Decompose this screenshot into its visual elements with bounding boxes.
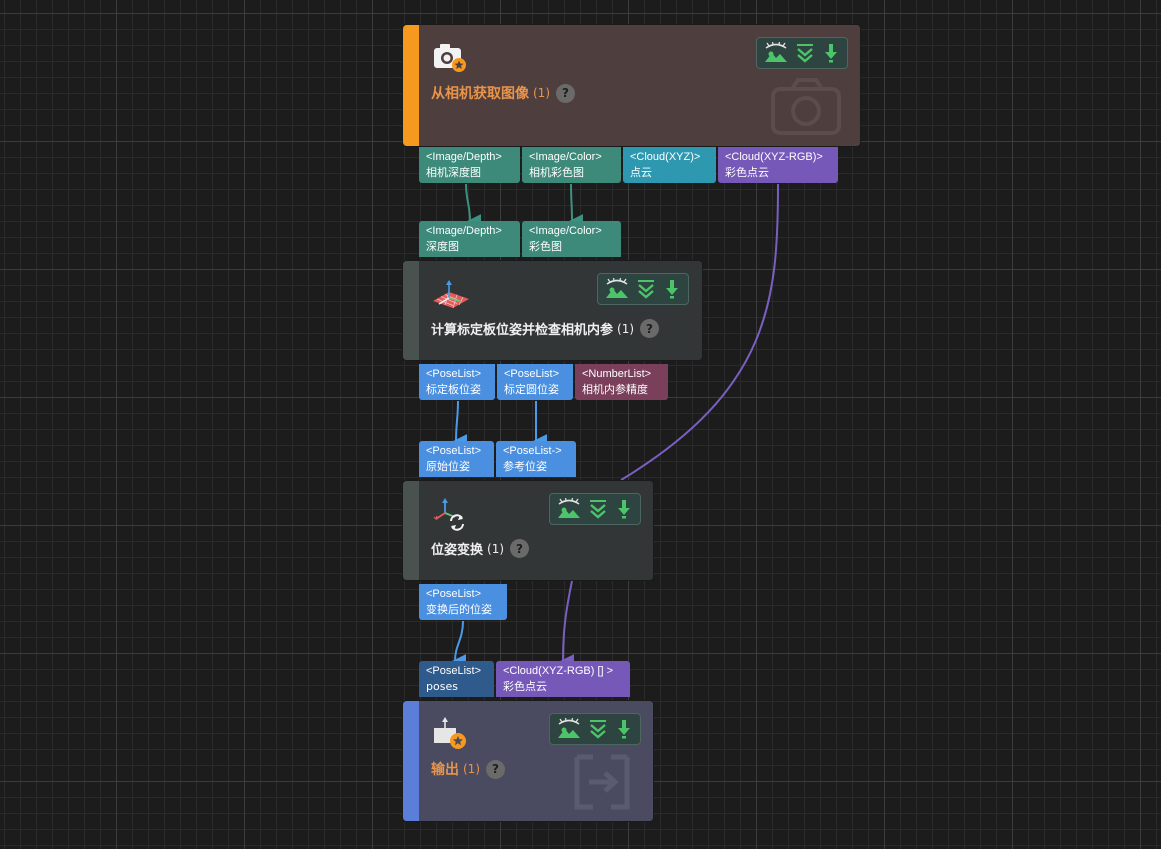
wire-cloud-rgb-b [560, 580, 575, 669]
port-type: <PoseList-> [503, 445, 562, 457]
port-name: 点云 [630, 166, 652, 179]
node-title: 位姿变换 (1) ? [431, 539, 530, 558]
port-type: <Image/Color> [529, 151, 602, 163]
wire-board-pose [453, 400, 468, 449]
calibration-board-icon [433, 280, 469, 309]
output-icon [434, 717, 466, 749]
download-icon[interactable] [614, 498, 634, 520]
port-output-intrinsics-accuracy[interactable]: <NumberList> 相机内参精度 [575, 364, 668, 400]
node-output[interactable]: 输出 (1) ? [402, 700, 654, 822]
port-output-camera-color[interactable]: <Image/Color> 相机彩色图 [522, 147, 621, 183]
port-type: <PoseList> [504, 368, 560, 380]
help-button[interactable]: ? [640, 319, 660, 338]
node-title-text: 计算标定板位姿并检查相机内参 [431, 323, 614, 338]
port-name: 相机深度图 [426, 166, 481, 179]
port-output-board-pose[interactable]: <PoseList> 标定板位姿 [419, 364, 495, 400]
port-output-point-cloud[interactable]: <Cloud(XYZ)> 点云 [623, 147, 716, 183]
node-toolbar [597, 273, 689, 305]
port-type: <PoseList> [426, 665, 482, 677]
port-name: 参考位姿 [503, 460, 547, 473]
node-accent-bar [403, 481, 419, 580]
port-output-camera-depth[interactable]: <Image/Depth> 相机深度图 [419, 147, 520, 183]
node-title: 输出 (1) ? [431, 759, 505, 779]
port-name: 彩色图 [529, 240, 562, 253]
help-button[interactable]: ? [486, 759, 505, 779]
node-title-text: 输出 [431, 762, 459, 778]
port-input-original-pose[interactable]: <PoseList> 原始位姿 [419, 441, 494, 477]
port-type: <Image/Color> [529, 225, 602, 237]
visualize-icon[interactable] [556, 498, 582, 520]
visualize-icon[interactable] [604, 278, 630, 300]
output-watermark-icon [574, 754, 630, 810]
camera-icon [434, 44, 466, 72]
port-name: 标定板位姿 [426, 383, 481, 396]
port-name: 标定圆位姿 [504, 383, 559, 396]
node-accent-bar [403, 261, 419, 360]
wire-color [569, 183, 584, 228]
download-icon[interactable] [662, 278, 682, 300]
download-icon[interactable] [821, 42, 841, 64]
port-type: <PoseList> [426, 588, 482, 600]
collapse-icon[interactable] [587, 718, 609, 740]
node-pose-transform[interactable]: 位姿变换 (1) ? [402, 480, 654, 581]
visualize-icon[interactable] [763, 42, 789, 64]
port-name: 彩色点云 [725, 166, 769, 179]
port-name: 原始位姿 [426, 460, 470, 473]
port-input-poses[interactable]: <PoseList> poses [419, 661, 494, 697]
camera-watermark-icon [771, 78, 841, 135]
port-type: <PoseList> [426, 368, 482, 380]
node-title-text: 从相机获取图像 [431, 86, 529, 102]
node-accent-bar [403, 25, 419, 146]
port-input-color-point-cloud[interactable]: <Cloud(XYZ-RGB) [] > 彩色点云 [496, 661, 630, 697]
node-instance-count: (1) [463, 762, 480, 776]
download-icon[interactable] [614, 718, 634, 740]
port-input-reference-pose[interactable]: <PoseList-> 参考位姿 [496, 441, 576, 477]
node-title: 计算标定板位姿并检查相机内参 (1) ? [431, 319, 660, 338]
node-instance-count: (1) [487, 541, 505, 556]
node-accent-bar [403, 701, 419, 821]
port-type: <Cloud(XYZ-RGB)> [725, 151, 823, 163]
node-toolbar [549, 713, 641, 745]
node-capture-images-from-camera[interactable]: 从相机获取图像 (1) ? [402, 24, 861, 147]
port-input-color[interactable]: <Image/Color> 彩色图 [522, 221, 621, 257]
pose-transform-icon [433, 498, 464, 531]
node-instance-count: (1) [617, 321, 635, 336]
node-title-text: 位姿变换 [431, 543, 484, 558]
port-output-circle-pose[interactable]: <PoseList> 标定圆位姿 [497, 364, 573, 400]
help-button[interactable]: ? [510, 539, 530, 558]
port-output-color-point-cloud[interactable]: <Cloud(XYZ-RGB)> 彩色点云 [718, 147, 838, 183]
wire-transformed-pose [452, 620, 467, 669]
port-name: poses [426, 680, 458, 693]
port-name: 变换后的位姿 [426, 603, 492, 616]
node-title: 从相机获取图像 (1) ? [431, 83, 575, 103]
port-name: 深度图 [426, 240, 459, 253]
wire-cloud-rgb-a [620, 183, 779, 481]
collapse-icon[interactable] [794, 42, 816, 64]
collapse-icon[interactable] [635, 278, 657, 300]
node-instance-count: (1) [533, 86, 550, 100]
port-type: <Cloud(XYZ)> [630, 151, 701, 163]
collapse-icon[interactable] [587, 498, 609, 520]
port-type: <Image/Depth> [426, 151, 502, 163]
visualize-icon[interactable] [556, 718, 582, 740]
port-name: 相机彩色图 [529, 166, 584, 179]
node-toolbar [756, 37, 848, 69]
port-input-depth[interactable]: <Image/Depth> 深度图 [419, 221, 520, 257]
node-calibration-board-pose[interactable]: 计算标定板位姿并检查相机内参 (1) ? [402, 260, 703, 361]
port-type: <PoseList> [426, 445, 482, 457]
port-type: <Image/Depth> [426, 225, 502, 237]
port-name: 彩色点云 [503, 680, 547, 693]
help-button[interactable]: ? [556, 83, 575, 103]
wire-depth [465, 183, 482, 228]
port-type: <Cloud(XYZ-RGB) [] > [503, 665, 614, 677]
port-output-transformed-pose[interactable]: <PoseList> 变换后的位姿 [419, 584, 507, 620]
port-name: 相机内参精度 [582, 383, 648, 396]
port-type: <NumberList> [582, 368, 652, 380]
node-toolbar [549, 493, 641, 525]
